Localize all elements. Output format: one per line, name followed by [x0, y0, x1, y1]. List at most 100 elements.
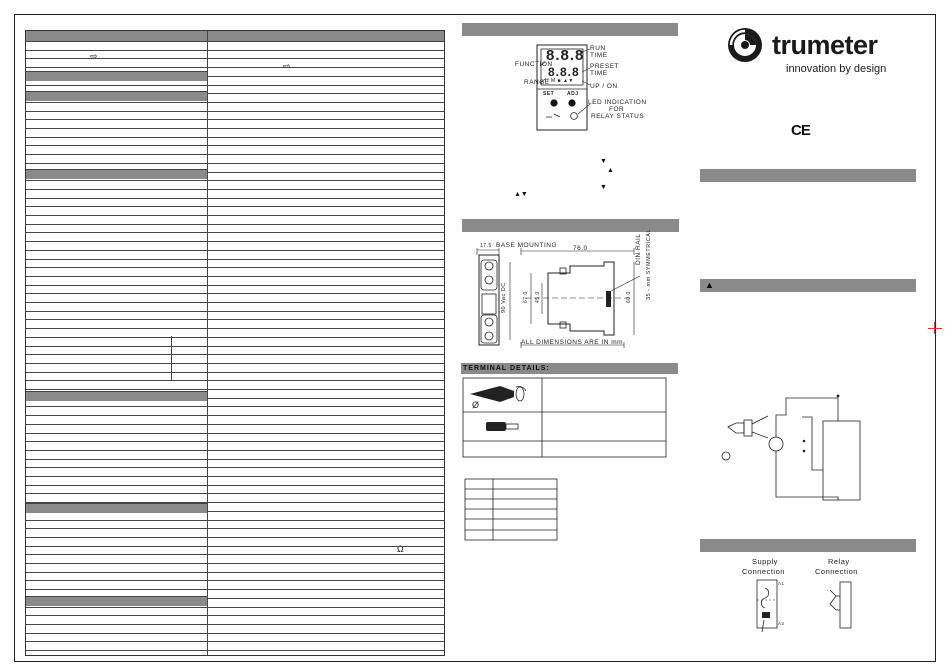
din-rail-clip: [606, 291, 611, 307]
ohm-symbol: Ω: [397, 544, 404, 554]
brand-tagline: innovation by design: [786, 63, 887, 75]
spec-table-rule: [26, 75, 444, 77]
screwdriver-icon: [470, 386, 514, 402]
timer-device-box: [822, 420, 861, 501]
spec-table-rule: [26, 397, 444, 399]
relay-connection-label: Connection: [815, 567, 858, 576]
spec-table-rule: [26, 484, 444, 486]
preset-time-label: PRESET TIME: [590, 63, 619, 77]
spec-table-rule: [26, 188, 444, 190]
spec-section-header: [26, 596, 207, 606]
terminal-a1-label: A1: [778, 581, 785, 586]
spec-subcolumn-divider: [171, 336, 172, 380]
display-unit-row: H M ■ ▲▼: [545, 78, 574, 84]
spec-table-rule: [26, 632, 444, 634]
led-indication-label: LED INDICATION: [588, 99, 647, 106]
spec-table-rule: [26, 232, 444, 234]
spec-table-rule: [26, 623, 444, 625]
spec-table-rule: [26, 502, 444, 504]
set-button[interactable]: [550, 99, 558, 107]
front-panel-section-bar: [462, 23, 678, 36]
down-arrow-icon-2: ▼: [600, 184, 607, 191]
button-icon: ⇨: [90, 51, 98, 61]
spec-table-rule: [26, 354, 444, 356]
spec-table-rule: [26, 215, 444, 216]
all-dimensions-label: ALL DIMENSIONS ARE IN mm: [521, 339, 624, 346]
spec-table-rule: [26, 93, 444, 95]
spec-table-rule: [26, 171, 444, 173]
spec-table-rule: [26, 476, 444, 477]
spec-table-rule: [26, 536, 444, 538]
spec-table-rule: [26, 345, 444, 347]
arrow-icon: ⇨: [283, 61, 291, 71]
spec-table-rule: [26, 267, 444, 269]
spec-table-rule: [26, 145, 444, 147]
table-header-bar: [26, 31, 444, 41]
spec-table-rule: [26, 406, 444, 408]
spec-table-rule: [26, 554, 444, 556]
spec-table-rule: [26, 58, 444, 60]
up-down-arrow-icon: ▲▼: [514, 191, 528, 198]
specification-table: ⇨ ⇨ Ω: [25, 30, 445, 656]
spec-table-rule: [26, 519, 444, 521]
datasheet-page: [14, 14, 936, 662]
spec-table-rule: [26, 128, 444, 129]
adj-label: ADJ: [567, 91, 579, 97]
led-relay-status-label: RELAY STATUS: [591, 113, 645, 120]
spec-table-rule: [26, 101, 444, 103]
crop-mark-vertical: [934, 322, 935, 334]
spec-table-rule: [26, 589, 444, 591]
spec-table-rule: [26, 641, 444, 643]
supply-terminal-block: [756, 579, 778, 629]
spec-section-header: [26, 169, 207, 179]
depth-17-5-label: 17.5: [480, 243, 492, 249]
relay-label: Relay: [828, 557, 850, 566]
spec-table-rule: [26, 162, 444, 164]
spec-table-rule: [26, 615, 444, 617]
up-on-label: UP / ON: [590, 83, 618, 90]
spec-table-rule: [26, 319, 444, 321]
side-view-body: [547, 261, 615, 336]
supply-label: Supply: [752, 557, 778, 566]
set-label: SET: [543, 91, 555, 97]
relay-contact-icon: [546, 113, 561, 118]
front-view-body: [478, 254, 500, 346]
led-for-label: FOR: [609, 106, 625, 113]
terminal-details-title: TERMINAL DETAILS:: [461, 363, 678, 374]
spec-table-rule: [26, 467, 444, 469]
device-outline: [536, 44, 588, 131]
spec-table-rule: [26, 493, 444, 495]
display-top-digits: 8.8.8: [546, 47, 585, 64]
spec-table-rule: [26, 84, 444, 86]
spec-table-rule: [26, 545, 444, 547]
spec-table-rule: [26, 258, 444, 260]
spec-table-rule: [26, 284, 444, 286]
warning-section-bar: ▲: [700, 279, 916, 292]
ce-mark: CE: [791, 122, 811, 139]
spec-table-rule: [26, 650, 444, 651]
indicator-circle: [721, 451, 731, 461]
spec-section-header: [26, 91, 207, 101]
spec-table-rule: [26, 563, 444, 564]
spec-table-rule: [26, 49, 444, 51]
spec-table-rule: [26, 432, 444, 434]
warning-icon: ▲: [705, 280, 714, 290]
function-label: FUNCTION: [515, 61, 553, 68]
run-time-label: RUN TIME: [590, 45, 608, 59]
spec-table-rule: [26, 136, 444, 138]
spec-table-rule: [26, 119, 444, 121]
spec-table-rule: [26, 597, 444, 599]
column-divider: [207, 31, 208, 655]
spec-table-rule: [26, 380, 444, 382]
spec-table-rule: [26, 510, 444, 512]
terminal-a2-label: A2: [778, 621, 785, 626]
spec-table-rule: [26, 110, 444, 112]
spec-table-rule: [26, 293, 444, 295]
spec-table-rule: [26, 336, 444, 338]
spec-table-rule: [26, 197, 444, 199]
adj-button[interactable]: [568, 99, 576, 107]
spec-table-rule: [26, 362, 444, 364]
